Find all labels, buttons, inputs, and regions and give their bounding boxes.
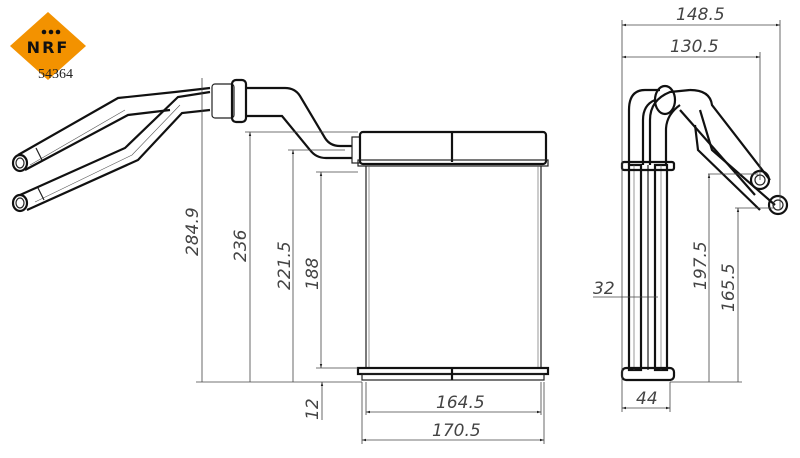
heater-core-side-view xyxy=(620,84,789,382)
dim-core-thickness: 32 xyxy=(593,279,615,299)
dim-outlet-height-upper: 197.5 xyxy=(691,241,711,290)
dim-core-height-tank: 221.5 xyxy=(275,241,295,290)
front-dimensions: 284.9 236 221.5 188 12 164.5 170.5 xyxy=(183,78,545,444)
nrf-logo: NRF xyxy=(10,12,86,80)
dim-core-width: 164.5 xyxy=(436,393,485,413)
heater-core-front-view xyxy=(11,78,550,381)
dim-height-to-pipe: 236 xyxy=(231,229,251,262)
part-number: 54364 xyxy=(38,67,73,82)
dim-outlet-height-lower: 165.5 xyxy=(719,263,739,312)
dim-overall-depth: 148.5 xyxy=(676,5,725,25)
brand-name: NRF xyxy=(27,38,70,57)
dim-overall-height: 284.9 xyxy=(183,207,203,256)
dim-bottom-offset: 12 xyxy=(303,398,323,420)
dim-depth-to-outlet: 130.5 xyxy=(670,37,719,57)
side-dimensions: 148.5 130.5 197.5 165.5 32 44 xyxy=(593,5,781,412)
dim-tank-thickness: 44 xyxy=(636,389,658,409)
dim-overall-width: 170.5 xyxy=(432,421,481,441)
dim-core-height: 188 xyxy=(303,257,323,290)
